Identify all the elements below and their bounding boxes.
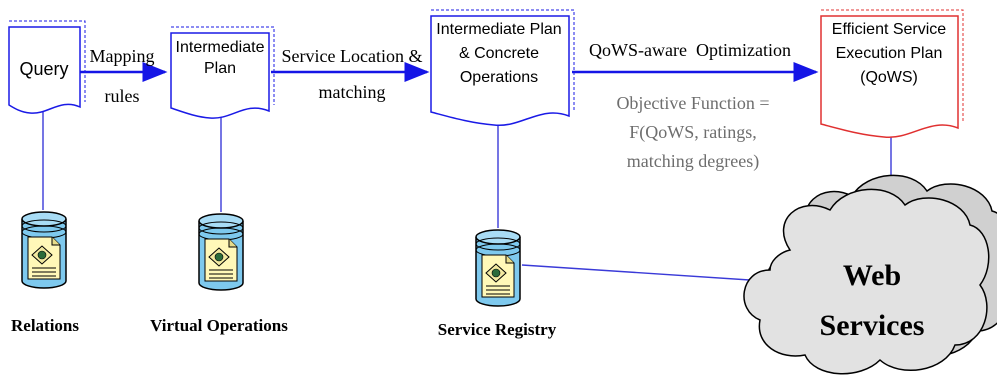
concrete-operations-label-line2: & Concrete: [459, 45, 539, 62]
database-icon: [21, 211, 67, 289]
service-location-label-line2: matching: [319, 82, 386, 102]
service-registry-label: Service Registry: [438, 320, 557, 339]
efficient-plan-label-line2: Execution Plan: [836, 45, 943, 62]
intermediate-plan-label-line2: Plan: [204, 60, 236, 77]
connector-registry-cloud: [521, 264, 781, 283]
concrete-operations-label-line1: Intermediate Plan: [436, 21, 561, 38]
intermediate-plan-document: Intermediate Plan: [170, 26, 275, 119]
relations-database: Relations: [11, 211, 79, 335]
mapping-rules-label-line2: rules: [105, 86, 140, 106]
objective-function-line1: Objective Function =: [616, 93, 769, 113]
objective-function-line2: F(QoWS, ratings,: [629, 122, 757, 143]
efficient-plan-label-line3: (QoWS): [860, 69, 918, 86]
relations-label: Relations: [11, 316, 79, 335]
concrete-operations-label-line3: Operations: [460, 69, 538, 86]
efficient-plan-label-line1: Efficient Service: [832, 21, 947, 38]
service-location-label-line1: Service Location &: [282, 46, 423, 66]
mapping-rules-label-line1: Mapping: [90, 46, 155, 66]
database-icon: [198, 213, 244, 291]
objective-function-line3: matching degrees): [627, 151, 759, 172]
intermediate-plan-label-line1: Intermediate: [176, 39, 265, 56]
efficient-plan-document: Efficient Service Execution Plan (QoWS): [820, 9, 964, 138]
qows-optimization-label: QoWS-aware Optimization: [589, 40, 791, 60]
web-services-cloud: Web Services: [743, 174, 997, 375]
virtual-operations-database: Virtual Operations: [150, 213, 288, 335]
cloud-label-line1: Web: [843, 259, 901, 292]
cloud-shape: [743, 188, 990, 375]
query-label: Query: [19, 59, 68, 79]
database-icon: [475, 229, 521, 307]
cloud-label-line2: Services: [820, 309, 925, 342]
query-document: Query: [8, 20, 86, 114]
service-registry-database: Service Registry: [438, 229, 557, 339]
concrete-operations-document: Intermediate Plan & Concrete Operations: [430, 9, 575, 126]
virtual-operations-label: Virtual Operations: [150, 316, 288, 335]
